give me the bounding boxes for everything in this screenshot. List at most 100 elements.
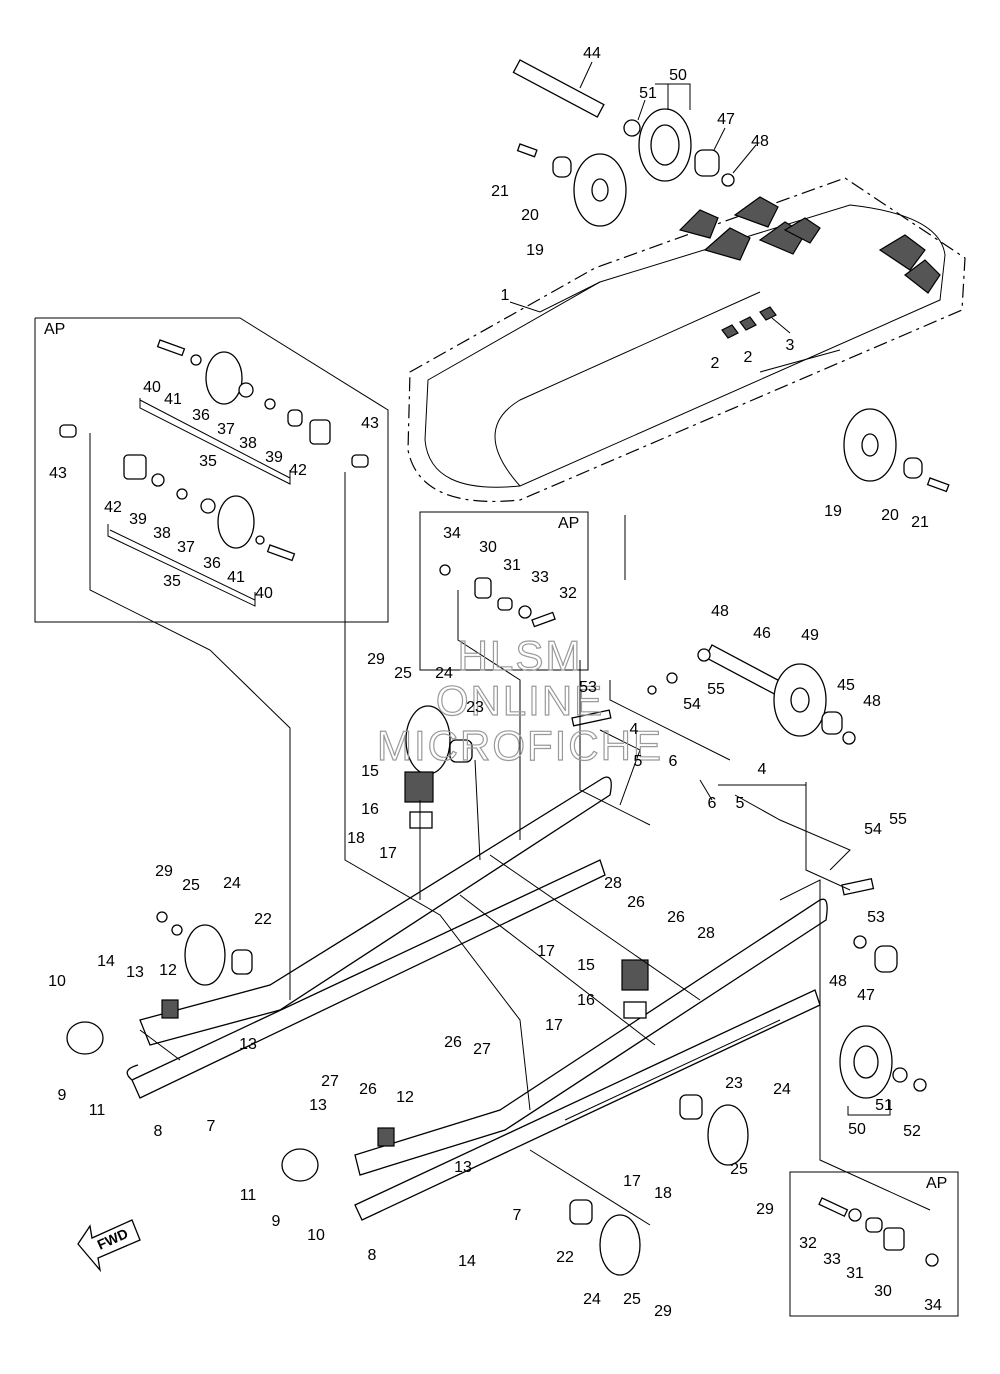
part-label-52: 52: [903, 1123, 921, 1140]
part-label-40: 40: [255, 585, 273, 602]
ap-label-center: AP: [558, 515, 579, 532]
part-label-8: 8: [154, 1123, 163, 1140]
part-label-13: 13: [454, 1159, 472, 1176]
part-label-22: 22: [254, 911, 272, 928]
part-label-23: 23: [725, 1075, 743, 1092]
part-label-37: 37: [217, 421, 235, 438]
part-label-28: 28: [604, 875, 622, 892]
part-label-28: 28: [697, 925, 715, 942]
inset-box-ap-right: AP: [789, 1171, 959, 1317]
part-label-31: 31: [846, 1265, 864, 1282]
part-label-26: 26: [667, 909, 685, 926]
part-label-8: 8: [368, 1247, 377, 1264]
part-label-6: 6: [669, 753, 678, 770]
part-label-5: 5: [736, 795, 745, 812]
part-label-22: 22: [556, 1249, 574, 1266]
part-label-48: 48: [711, 603, 729, 620]
part-label-14: 14: [458, 1253, 476, 1270]
top-shaft-assembly: [512, 59, 950, 493]
part-label-33: 33: [531, 569, 549, 586]
part-label-19: 19: [824, 503, 842, 520]
part-label-41: 41: [227, 569, 245, 586]
part-label-12: 12: [159, 962, 177, 979]
part-label-29: 29: [654, 1303, 672, 1320]
part-label-48: 48: [863, 693, 881, 710]
part-label-20: 20: [521, 207, 539, 224]
part-label-54: 54: [683, 696, 701, 713]
part-label-17: 17: [623, 1173, 641, 1190]
part-label-14: 14: [97, 953, 115, 970]
part-label-4: 4: [630, 721, 639, 738]
part-label-15: 15: [361, 763, 379, 780]
part-label-6: 6: [708, 795, 717, 812]
watermark-line-1: HLSM: [458, 632, 583, 679]
part-label-33: 33: [823, 1251, 841, 1268]
part-label-15: 15: [577, 957, 595, 974]
part-label-30: 30: [874, 1283, 892, 1300]
part-label-24: 24: [773, 1081, 791, 1098]
part-label-21: 21: [911, 514, 929, 531]
part-label-26: 26: [444, 1034, 462, 1051]
part-label-48: 48: [751, 133, 769, 150]
part-label-44: 44: [583, 45, 601, 62]
part-label-16: 16: [361, 801, 379, 818]
part-label-53: 53: [579, 679, 597, 696]
part-label-25: 25: [182, 877, 200, 894]
part-label-55: 55: [889, 811, 907, 828]
right-slide-rail: [281, 898, 927, 1276]
part-label-17: 17: [545, 1017, 563, 1034]
track-belt: [407, 177, 966, 503]
part-label-1: 1: [501, 287, 510, 304]
part-label-43: 43: [49, 465, 67, 482]
part-label-34: 34: [443, 525, 461, 542]
part-label-3: 3: [786, 337, 795, 354]
part-label-45: 45: [837, 677, 855, 694]
part-label-25: 25: [623, 1291, 641, 1308]
part-label-23: 23: [466, 699, 484, 716]
part-label-9: 9: [58, 1087, 67, 1104]
watermark-line-3: MICROFICHE: [377, 722, 663, 769]
part-label-2: 2: [711, 355, 720, 372]
part-label-4: 4: [758, 761, 767, 778]
part-label-51: 51: [639, 85, 657, 102]
part-label-11: 11: [240, 1187, 257, 1204]
ap-left-contents: [59, 339, 369, 601]
part-label-35: 35: [163, 573, 181, 590]
part-label-32: 32: [799, 1235, 817, 1252]
track-lugs: [678, 196, 941, 294]
part-label-17: 17: [537, 943, 555, 960]
fwd-arrow: FWD: [77, 1219, 141, 1273]
part-label-29: 29: [155, 863, 173, 880]
part-label-36: 36: [192, 407, 210, 424]
part-label-50: 50: [848, 1121, 866, 1138]
part-label-20: 20: [881, 507, 899, 524]
part-label-13: 13: [309, 1097, 327, 1114]
part-label-43: 43: [361, 415, 379, 432]
part-label-39: 39: [265, 449, 283, 466]
part-label-17: 17: [379, 845, 397, 862]
part-label-42: 42: [104, 499, 122, 516]
part-label-13: 13: [126, 964, 144, 981]
part-label-34: 34: [924, 1297, 942, 1314]
part-label-47: 47: [857, 987, 875, 1004]
part-label-25: 25: [394, 665, 412, 682]
part-label-24: 24: [223, 875, 241, 892]
part-label-38: 38: [153, 525, 171, 542]
ap-label-right: AP: [926, 1175, 947, 1192]
part-label-25: 25: [730, 1161, 748, 1178]
part-label-12: 12: [396, 1089, 414, 1106]
part-label-9: 9: [272, 1213, 281, 1230]
part-label-21: 21: [491, 183, 509, 200]
part-label-32: 32: [559, 585, 577, 602]
part-label-10: 10: [48, 973, 66, 990]
ap-right-contents: [818, 1197, 939, 1267]
part-label-42: 42: [289, 462, 307, 479]
watermark-line-2: ONLINE: [436, 677, 604, 724]
part-label-30: 30: [479, 539, 497, 556]
part-label-40: 40: [143, 379, 161, 396]
part-label-2: 2: [744, 349, 753, 366]
leader-lines: [89, 61, 931, 1226]
part-label-11: 11: [89, 1102, 106, 1119]
part-label-24: 24: [435, 665, 453, 682]
